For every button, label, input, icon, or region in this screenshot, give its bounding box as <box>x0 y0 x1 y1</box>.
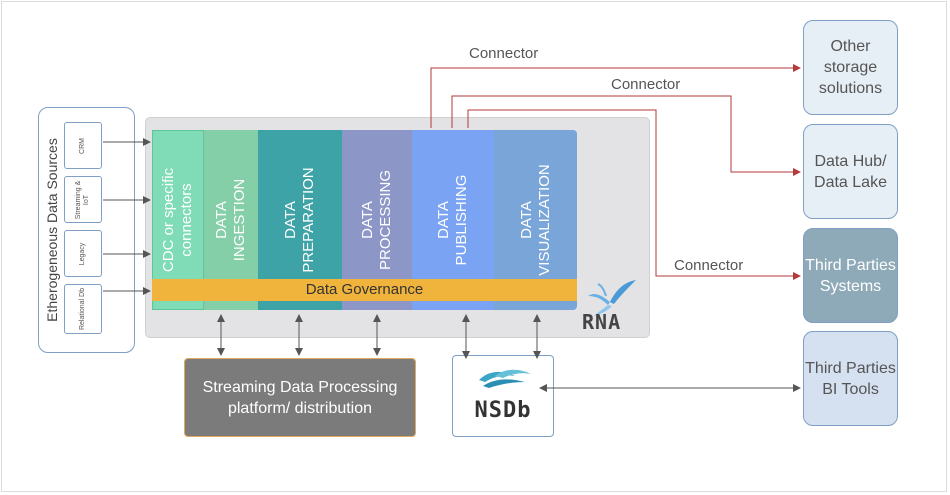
nsdb-box: NSDb <box>452 355 554 437</box>
source-legacy: Legacy <box>64 230 102 277</box>
column-processing-label: DATA PROCESSING <box>359 169 394 271</box>
rna-logo: RNA <box>580 272 642 334</box>
streaming-platform-box: Streaming Data Processing platform/ dist… <box>184 358 416 437</box>
source-relational-label: Relational Db <box>79 287 86 331</box>
wave-icon <box>479 369 531 388</box>
source-legacy-label: Legacy <box>79 242 86 265</box>
bird-icon <box>588 280 636 316</box>
column-preparation-label: DATA PREPARATION <box>282 167 317 273</box>
connector-label-3: Connector <box>674 257 744 274</box>
column-cdc-label: CDC or specific connectors <box>160 167 195 273</box>
data-sources-title: Etherogeneous Data Sources <box>44 138 60 322</box>
column-ingestion-label: DATA INGESTION <box>213 178 248 262</box>
connector-label-2: Connector <box>611 76 681 93</box>
source-streaming-iot: Streaming & IoT <box>64 176 102 223</box>
source-crm-label: CRM <box>79 137 86 154</box>
target-data-hub: Data Hub/ Data Lake <box>803 124 898 219</box>
nsdb-logo-text: NSDb <box>474 398 532 423</box>
target-other-storage: Other storage solutions <box>803 20 898 115</box>
data-governance-bar: Data Governance <box>152 279 577 301</box>
column-visualization-label: DATA VISUALIZATION <box>517 164 553 276</box>
source-crm: CRM <box>64 122 102 169</box>
target-third-parties-bi: Third Parties BI Tools <box>803 331 898 426</box>
column-publishing-label: DATA PUBLISHING <box>435 174 470 266</box>
source-streaming-label: Streaming & IoT <box>75 180 90 219</box>
target-third-parties-systems: Third Parties Systems <box>803 228 898 323</box>
source-relational-db: Relational Db <box>64 284 102 334</box>
connector-label-1: Connector <box>469 45 539 62</box>
rna-logo-text: RNA <box>582 310 622 334</box>
